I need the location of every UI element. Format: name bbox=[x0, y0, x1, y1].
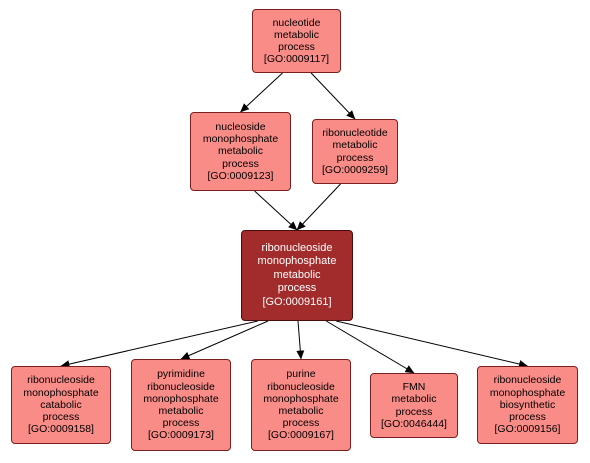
node-label-line: process bbox=[282, 417, 320, 430]
edge-arrow bbox=[310, 72, 356, 120]
edge-arrow bbox=[336, 320, 528, 368]
node-label-line: ribonucleoside bbox=[147, 380, 215, 393]
node-label-line: monophosphate bbox=[202, 133, 279, 146]
node-label-line: ribonucleoside bbox=[27, 374, 95, 387]
node-label-line: [GO:0009123] bbox=[207, 169, 274, 182]
edge-arrow bbox=[254, 190, 298, 231]
node-label-line: process bbox=[277, 282, 317, 295]
node-label-line: process bbox=[336, 151, 374, 164]
node-label-line: process bbox=[42, 411, 80, 424]
node-label-line: [GO:0009117] bbox=[263, 53, 330, 66]
node-label-line: FMN bbox=[402, 381, 426, 394]
node-label-line: nucleoside bbox=[215, 120, 266, 133]
node-label-line: metabolic bbox=[278, 405, 324, 417]
node-label-line: metabolic bbox=[218, 145, 263, 158]
edge-arrow bbox=[296, 183, 341, 231]
node-label-line: ribonucleoside bbox=[267, 380, 335, 393]
node-label-line: metabolic bbox=[391, 393, 437, 406]
node-label-line: purine bbox=[286, 368, 316, 381]
node-label-line: monophosphate bbox=[263, 392, 339, 405]
node-label-line: ribonucleotide bbox=[322, 127, 388, 140]
node-label-line: process bbox=[162, 417, 200, 430]
node-label-line: metabolic bbox=[273, 268, 321, 281]
node-label-line: monophosphate bbox=[489, 386, 566, 399]
edge-arrow bbox=[325, 320, 415, 374]
node-label-line: [GO:0009158] bbox=[28, 423, 94, 436]
node-label-line: catabolic bbox=[40, 398, 82, 411]
node-label-line: metabolic bbox=[158, 405, 204, 417]
node-label-line: process bbox=[509, 411, 546, 424]
edge-arrow bbox=[180, 320, 269, 360]
node-label-line: [GO:0009259] bbox=[322, 163, 388, 176]
node-label-line: metabolic bbox=[274, 28, 319, 41]
node-label-line: monophosphate bbox=[143, 392, 219, 405]
node-label-line: ribonucleoside bbox=[261, 241, 333, 254]
node-label-line: [GO:0009167] bbox=[268, 429, 334, 442]
node-label-line: metabolic bbox=[332, 139, 378, 152]
node-label-line: [GO:0009156] bbox=[494, 423, 561, 436]
node-label-line: monophosphate bbox=[23, 386, 99, 399]
node-label-line: nucleotide bbox=[272, 16, 321, 29]
edge-arrow bbox=[296, 320, 305, 360]
node-label-line: process bbox=[278, 41, 315, 53]
node-label-line: pyrimidine bbox=[157, 368, 205, 381]
node-label-line: [GO:0046444] bbox=[381, 417, 447, 430]
node-label-line: biosynthetic bbox=[499, 398, 556, 411]
node-label-line: monophosphate bbox=[257, 255, 337, 268]
node-label-line: ribonucleoside bbox=[493, 374, 562, 387]
node-label-line: process bbox=[222, 157, 259, 170]
edge-arrow bbox=[240, 72, 283, 113]
node-label-line: process bbox=[395, 405, 433, 418]
node-label-line: [GO:0009173] bbox=[148, 429, 214, 442]
edge-arrow bbox=[60, 320, 258, 369]
node-label-line: [GO:0009161] bbox=[262, 295, 332, 308]
